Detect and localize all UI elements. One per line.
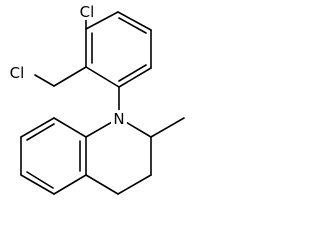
bond-c5-c6 — [20, 174, 55, 195]
atom-cl-ring: Cl — [80, 3, 95, 21]
atom-cl-chain: Cl — [10, 64, 25, 82]
bond-c4-c4a — [85, 174, 119, 195]
molecule-structure-diagram: Cl Cl N — [0, 2, 185, 195]
bond-c5-c6-inner — [26, 171, 54, 189]
atom-cl-chain-background — [0, 63, 34, 81]
bond-ring-a1-a2 — [85, 11, 119, 30]
bonds — [20, 11, 185, 195]
bond-ring-a4-a5-inner — [118, 64, 147, 82]
bond-ch2-cl — [34, 74, 55, 87]
bond-c7-c8-inner — [26, 123, 55, 141]
bond-ring-a4-a5 — [118, 67, 152, 88]
atom-n: N — [113, 110, 124, 128]
bond-c4a-c5 — [53, 174, 87, 195]
atom-n-background — [111, 110, 127, 127]
bond-c3-c4 — [117, 174, 152, 195]
bond-c7-c8 — [20, 117, 55, 138]
bond-ring-a5-a6 — [85, 66, 120, 88]
bond-c8-c8a — [53, 117, 87, 138]
bond-c2-methyl — [150, 117, 185, 138]
atom-cl-ring-background — [75, 2, 99, 20]
bond-ring-a2-a3 — [117, 11, 152, 31]
bond-ring-a2-a3-inner — [118, 17, 147, 34]
atom-labels: Cl Cl N — [0, 2, 127, 128]
bond-ring-ch2 — [53, 66, 87, 87]
